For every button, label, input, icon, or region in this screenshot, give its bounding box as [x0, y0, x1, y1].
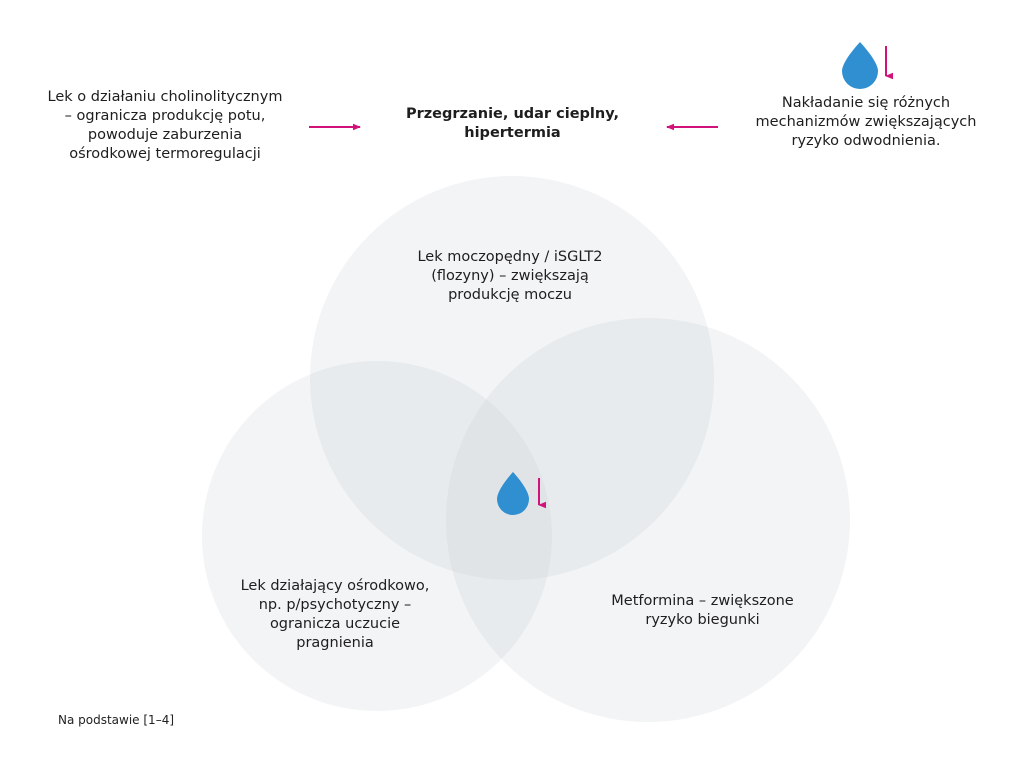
circle-label-line: pragnienia [296, 635, 374, 651]
circle-label-line: produkcję moczu [448, 287, 572, 303]
title-line: hipertermia [464, 125, 561, 141]
dehydration-mechanisms-note: Nakładanie się różnych mechanizmów zwięk… [735, 94, 997, 151]
diuretic-circle-label: Lek moczopędny / iSGLT2 (flozyny) – zwię… [360, 248, 660, 305]
water-drop-down-arrow-icon-center [497, 472, 546, 515]
note-line: Nakładanie się różnych [781, 95, 951, 111]
note-line: ryzyko odwodnienia. [791, 133, 941, 149]
note-line: powoduje zaburzenia [87, 127, 243, 143]
water-drop-icon [842, 42, 878, 89]
title-line: Przegrzanie, udar cieplny, [405, 106, 620, 122]
circle-label-line: Lek moczopędny / iSGLT2 [417, 249, 603, 265]
circle-label-line: ryzyko biegunki [645, 612, 760, 628]
note-line: – ogranicza produkcję potu, [64, 108, 266, 124]
circle-label-line: Lek działający ośrodkowo, [240, 578, 430, 594]
circle-label-line: (flozyny) – zwiększają [431, 268, 589, 284]
central-acting-drug-circle-label: Lek działający ośrodkowo, np. p/psychoty… [195, 577, 475, 653]
source-footnote: Na podstawie [1–4] [58, 713, 175, 727]
circle-label-line: ogranicza uczucie [269, 616, 401, 632]
note-line: ośrodkowej termoregulacji [69, 146, 261, 162]
water-drop-icon-center [497, 472, 529, 515]
note-line: mechanizmów zwiększających [755, 114, 977, 130]
venn-circle-left [202, 361, 552, 711]
anticholinergic-note: Lek o działaniu cholinolitycznym – ogran… [20, 88, 310, 164]
water-drop-down-arrow-icon [842, 42, 893, 89]
metformin-circle-label: Metformina – zwiększone ryzyko biegunki [565, 592, 840, 630]
venn-circle-top [310, 176, 714, 580]
note-line: Lek o działaniu cholinolitycznym [47, 89, 283, 105]
circle-label-line: np. p/psychotyczny – [258, 597, 412, 613]
circle-label-line: Metformina – zwiększone [611, 593, 794, 609]
central-outcome-title: Przegrzanie, udar cieplny, hipertermia [380, 105, 645, 143]
venn-circle-right [446, 318, 850, 722]
